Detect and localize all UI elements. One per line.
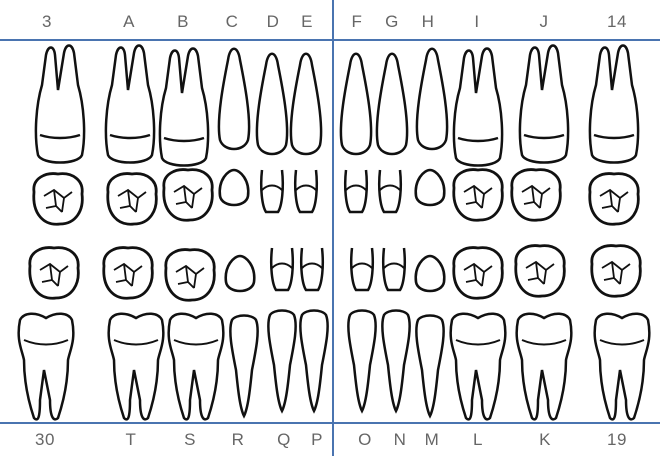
tooth-3-root-icon [36,46,84,163]
tooth-a-root-icon [106,46,154,163]
tooth-g-root-icon [377,54,407,154]
tooth-n-root-icon [382,311,409,412]
tooth-b-root-icon [160,49,208,166]
tooth-30-root-icon [19,314,74,420]
tooth-q-root-icon [268,311,295,412]
tooth-30-occlusal-icon [30,248,79,299]
tooth-k-root-icon [517,314,572,420]
tooth-19-occlusal-icon [592,246,641,297]
tooth-e-crown-icon [295,170,317,212]
tooth-14-crown-icon [590,174,639,225]
tooth-j-root-icon [520,46,568,163]
tooth-j-crown-icon [512,170,561,221]
tooth-14-root-icon [590,46,638,163]
tooth-l-occlusal-icon [454,248,503,299]
tooth-f-crown-icon [345,170,367,212]
tooth-i-root-icon [454,49,502,166]
tooth-t-occlusal-icon [104,248,153,299]
tooth-e-root-icon [291,54,321,154]
tooth-l-root-icon [451,314,506,420]
tooth-m-root-icon [416,316,443,417]
tooth-d-root-icon [257,54,287,154]
tooth-o-occlusal-icon [351,248,373,290]
tooth-c-crown-icon [220,170,249,205]
tooth-c-root-icon [219,49,249,149]
tooth-m-occlusal-icon [416,256,445,291]
tooth-n-occlusal-icon [383,248,405,290]
tooth-p-occlusal-icon [301,248,323,290]
tooth-i-crown-icon [454,170,503,221]
tooth-a-crown-icon [108,174,157,225]
tooth-h-root-icon [417,49,447,149]
tooth-k-occlusal-icon [516,246,565,297]
tooth-f-root-icon [341,54,371,154]
tooth-19-root-icon [595,314,650,420]
tooth-t-root-icon [109,314,164,420]
tooth-r-occlusal-icon [226,256,255,291]
tooth-r-root-icon [230,316,257,417]
tooth-o-root-icon [348,311,375,412]
tooth-s-root-icon [169,314,224,420]
tooth-d-crown-icon [261,170,283,212]
tooth-3-crown-icon [34,174,83,225]
tooth-b-crown-icon [164,170,213,221]
tooth-h-crown-icon [416,170,445,205]
tooth-p-root-icon [300,311,327,412]
tooth-s-occlusal-icon [166,250,215,301]
tooth-q-occlusal-icon [271,248,293,290]
tooth-g-crown-icon [379,170,401,212]
